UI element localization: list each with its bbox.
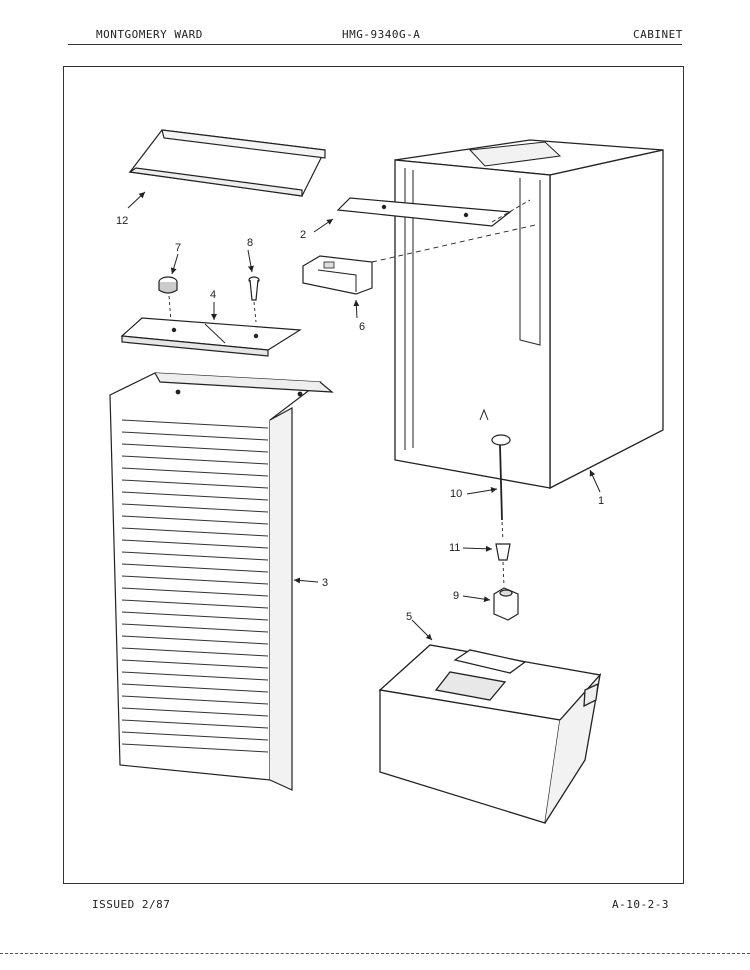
callout-3: 3 xyxy=(322,577,328,589)
callout-7: 7 xyxy=(175,242,181,254)
part-1-cabinet-shell xyxy=(394,139,664,490)
footer-page-code: A-10-2-3 xyxy=(612,898,669,911)
part-5-water-bucket xyxy=(378,644,602,824)
grille-louvers xyxy=(121,419,269,753)
callout-4: 4 xyxy=(210,289,216,301)
part-6-switch-bracket xyxy=(302,224,536,295)
callout-9: 9 xyxy=(453,590,459,602)
header-rule xyxy=(68,44,682,45)
part-10-rod xyxy=(491,434,511,541)
callout-8: 8 xyxy=(247,237,253,249)
callout-2: 2 xyxy=(300,229,306,241)
part-2-plate xyxy=(336,197,531,227)
part-12-top-tray xyxy=(128,129,326,197)
footer-issued: ISSUED 2/87 xyxy=(92,898,171,911)
callout-10: 10 xyxy=(450,488,462,500)
callout-11: 11 xyxy=(449,542,460,554)
callout-5: 5 xyxy=(406,611,412,623)
diagram-frame xyxy=(63,66,684,884)
callout-6: 6 xyxy=(359,321,365,333)
bottom-rule xyxy=(0,953,750,955)
part-3-louvered-grille xyxy=(109,372,334,791)
part-4-control-panel xyxy=(120,317,302,357)
part-7-knob xyxy=(158,276,178,323)
callout-leaders xyxy=(127,191,601,641)
header-brand: MONTGOMERY WARD xyxy=(96,28,203,41)
header-model: HMG-9340G-A xyxy=(342,28,421,41)
part-8-pin xyxy=(248,276,260,323)
callout-labels: 12 2 8 7 4 6 3 1 10 11 9 5 xyxy=(116,215,604,623)
callout-1: 1 xyxy=(598,495,604,507)
callout-12: 12 xyxy=(116,215,128,227)
part-11-bushing xyxy=(495,543,511,587)
header-section: CABINET xyxy=(633,28,683,41)
part-9-coupling xyxy=(493,587,519,621)
